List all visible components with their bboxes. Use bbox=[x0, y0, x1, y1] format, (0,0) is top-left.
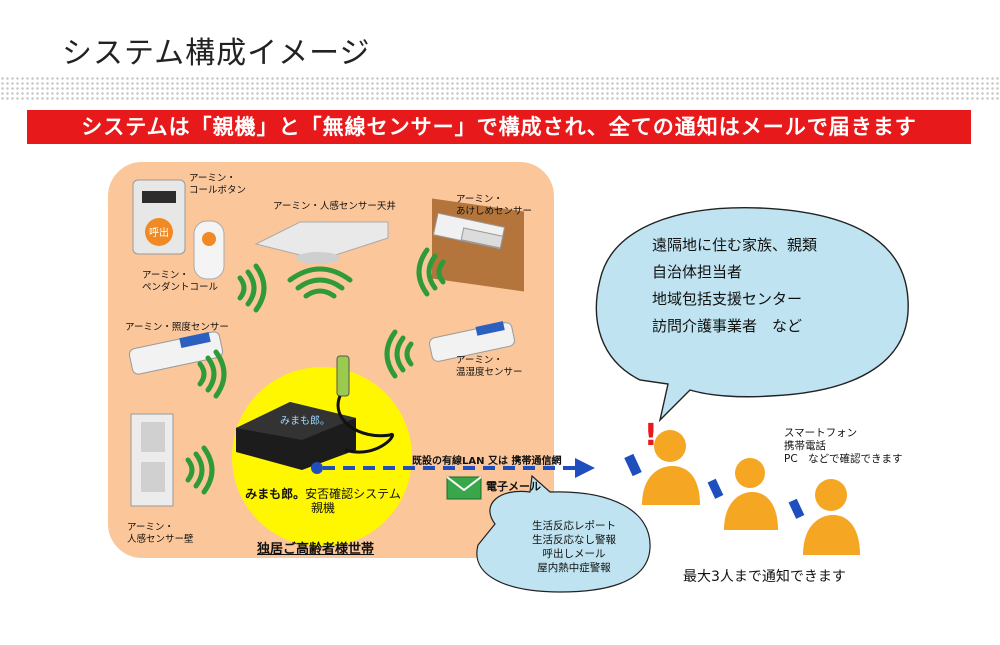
household-label: 独居ご高齢者様世帯 bbox=[257, 542, 375, 557]
notification-item: 生活反応レポート bbox=[532, 520, 616, 532]
light-sensor-device bbox=[128, 331, 224, 375]
ceiling-sensor-device bbox=[254, 221, 389, 264]
notification-item: 屋内熱中症警報 bbox=[537, 562, 611, 574]
device-check-item: PC などで確認できます bbox=[784, 453, 903, 465]
person-icon-1 bbox=[624, 430, 700, 505]
hub-brand: みまも郎。 bbox=[245, 487, 306, 501]
label-door-sensor: アーミン・ あけしめセンサー bbox=[456, 194, 533, 217]
recipient-item: 自治体担当者 bbox=[652, 263, 743, 281]
recipient-item: 遠隔地に住む家族、親類 bbox=[652, 236, 818, 254]
alert-mark: ! bbox=[644, 418, 658, 453]
device-check-item: 携帯電話 bbox=[784, 440, 826, 452]
notification-list: 生活反応レポート 生活反応なし警報 呼出しメール 屋内熱中症警報 bbox=[506, 519, 642, 575]
hub-sub: 親機 bbox=[310, 501, 335, 515]
device-check-item: スマートフォン bbox=[784, 427, 858, 439]
email-label: 電子メール bbox=[486, 480, 541, 493]
notification-item: 呼出しメール bbox=[542, 548, 606, 560]
label-humidity-sensor: アーミン・ 温湿度センサー bbox=[456, 355, 523, 378]
device-check-list: スマートフォン 携帯電話 PC などで確認できます bbox=[784, 427, 902, 466]
email-envelope-icon bbox=[446, 476, 482, 500]
person-icon-2 bbox=[707, 458, 778, 530]
recipient-item: 地域包括支援センター bbox=[652, 290, 803, 308]
notification-speech-bubble bbox=[476, 474, 651, 593]
pendant-device bbox=[193, 220, 225, 280]
recipients-speech-bubble bbox=[595, 207, 909, 423]
max-notify-text: 最大3人まで通知できます bbox=[683, 569, 846, 585]
label-call-button: アーミン・ コールボタン bbox=[189, 173, 247, 196]
dotted-divider bbox=[0, 76, 1000, 102]
person-icon-3 bbox=[788, 479, 860, 555]
wireless-waves bbox=[185, 247, 446, 495]
humidity-sensor-device bbox=[429, 321, 515, 362]
network-label: 既設の有線LAN 又は 携帯通信網 bbox=[412, 456, 562, 467]
label-pendant: アーミン・ ペンダントコール bbox=[142, 270, 219, 293]
hub-connection-dot bbox=[311, 462, 323, 474]
network-arrow-head bbox=[575, 458, 595, 478]
hub-device-text: みまも郎。 bbox=[280, 414, 330, 427]
label-light-sensor: アーミン・照度センサー bbox=[125, 322, 229, 333]
hub-name: 安否確認システム bbox=[305, 487, 401, 501]
hub-label: みまも郎。安否確認システム 親機 bbox=[238, 487, 408, 515]
recipient-list: 遠隔地に住む家族、親類 自治体担当者 地域包括支援センター 訪問介護事業者 など bbox=[652, 232, 817, 340]
label-ceiling-sensor: アーミン・人感センサー天井 bbox=[273, 201, 396, 212]
notification-item: 生活反応なし警報 bbox=[532, 534, 616, 546]
call-button-device: 呼出 bbox=[132, 179, 186, 255]
recipient-item: 訪問介護事業者 など bbox=[652, 317, 803, 335]
call-button-text: 呼出 bbox=[149, 226, 169, 239]
summary-banner: システムは「親機」と「無線センサー」で構成され、全ての通知はメールで届きます bbox=[27, 110, 971, 144]
door-sensor-device bbox=[432, 198, 524, 292]
hub-device: みまも郎。 bbox=[236, 355, 395, 470]
label-wall-sensor: アーミン・ 人感センサー壁 bbox=[127, 522, 194, 545]
page-title: システム構成イメージ bbox=[62, 36, 371, 71]
wall-sensor-device bbox=[130, 413, 174, 507]
